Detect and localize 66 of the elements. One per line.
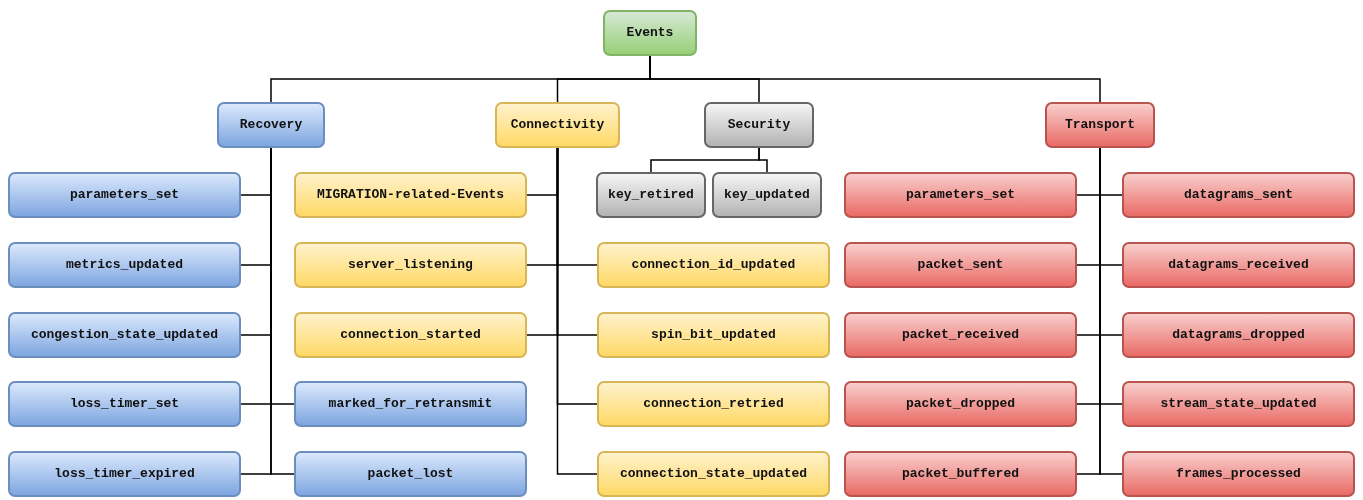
event-box [294,451,527,497]
event-box [8,242,241,288]
event-box [8,451,241,497]
node-label: Connectivity [510,117,605,133]
node-label: Transport [1064,117,1136,133]
node-label: loss_timer_set [69,396,180,412]
category-box [704,102,814,148]
event-box [597,381,830,427]
node-label: metrics_updated [66,257,183,273]
event-box [844,242,1077,288]
event-box [844,312,1077,358]
event-box [597,312,830,358]
event-box [712,172,822,218]
node-label: datagrams_sent [1183,187,1294,203]
event-box [1122,451,1355,497]
event-box [8,381,241,427]
node-label: connection_retried [643,396,784,412]
category-box [495,102,620,148]
node-label: frames_processed [1176,466,1301,482]
connector-line [1099,147,1123,475]
node-label: Events [626,25,674,41]
node-label: datagrams_received [1168,257,1309,273]
connector-line [270,147,295,475]
node-label: parameters_set [69,187,180,203]
node-label: key_updated [724,187,810,203]
node-label: connection_id_updated [631,257,796,273]
node-label: packet_received [902,327,1019,343]
node-label: server_listening [348,257,473,273]
event-box [294,312,527,358]
node-label: MIGRATION-related-Events [316,187,505,203]
event-box [596,172,706,218]
node-label: packet_lost [367,466,454,482]
node-label: key_retired [608,187,694,203]
category-box [217,102,325,148]
node-label: packet_buffered [902,466,1019,482]
node-label: congestion_state_updated [30,327,219,343]
event-box [294,381,527,427]
node-label: packet_sent [917,257,1004,273]
event-box [1122,172,1355,218]
event-box [844,381,1077,427]
connector-line [556,147,598,475]
event-box [294,172,527,218]
node-label: Recovery [239,117,303,133]
event-box [294,242,527,288]
event-box [1122,242,1355,288]
node-label: stream_state_updated [1160,396,1317,412]
node-label: datagrams_dropped [1172,327,1305,343]
event-box [597,242,830,288]
node-label: connection_state_updated [619,466,808,482]
event-box [1122,381,1355,427]
category-box [1045,102,1155,148]
node-label: connection_started [340,327,481,343]
event-box [8,172,241,218]
node-label: spin_bit_updated [651,327,776,343]
event-box [1122,312,1355,358]
event-box [844,172,1077,218]
root-box [603,10,697,56]
event-box [597,451,830,497]
node-label: Security [727,117,791,133]
event-box [844,451,1077,497]
event-box [8,312,241,358]
node-label: packet_dropped [905,396,1016,412]
node-label: loss_timer_expired [54,466,195,482]
node-label: marked_for_retransmit [328,396,493,412]
node-label: parameters_set [905,187,1016,203]
connector-line [758,147,768,173]
